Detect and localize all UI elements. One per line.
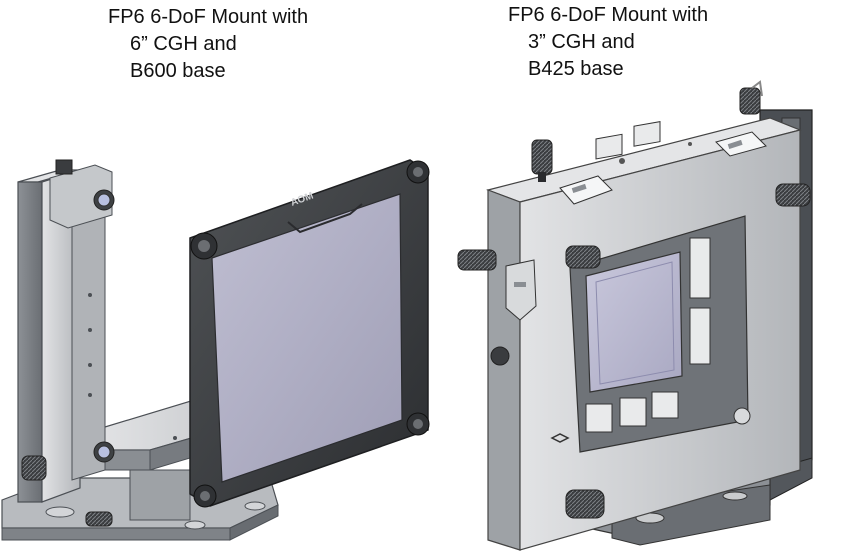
upper-adjuster-block: [49, 159, 115, 229]
vertical-upright: [17, 169, 106, 503]
wedge-clamp: [715, 131, 767, 157]
knurled-knob-icon: [775, 183, 811, 207]
wedge-clamp: [559, 175, 613, 205]
ball-bearing-icon: [733, 407, 751, 425]
knurled-knob-icon: [739, 80, 763, 115]
cgh-frame-6in: AOM: [189, 159, 430, 508]
left-mount-assembly: AOM: [1, 159, 430, 541]
right-mount-assembly: [457, 80, 813, 551]
knurled-knob-icon: [457, 249, 497, 271]
knurled-knob-icon: [565, 245, 601, 269]
knurled-knob-icon: [531, 139, 553, 182]
right-caption-line-3: B425 base: [528, 58, 624, 80]
pedestal: [129, 469, 191, 521]
cgh-glass-6in: [211, 193, 403, 483]
right-caption: FP6 6-DoF Mount with 3” CGH and B425 bas…: [508, 2, 708, 83]
right-caption-line-2: 3” CGH and: [528, 31, 635, 53]
knurled-knob-icon: [85, 511, 113, 527]
knurled-knob-icon: [565, 489, 605, 519]
left-caption-line-3: B600 base: [130, 60, 226, 82]
left-caption: FP6 6-DoF Mount with 6” CGH and B600 bas…: [108, 4, 308, 85]
lower-adjuster: [93, 441, 115, 463]
left-caption-line-1: FP6 6-DoF Mount with: [108, 6, 309, 28]
marker-glyph-icon: [550, 433, 570, 443]
left-caption-line-2: 6” CGH and: [130, 33, 237, 55]
cgh-glass-3in: [585, 251, 683, 393]
side-wedge: [505, 259, 537, 321]
knurled-knob-icon: [21, 455, 47, 481]
right-caption-line-1: FP6 6-DoF Mount with: [508, 4, 709, 26]
set-screw-icon: [490, 346, 510, 366]
